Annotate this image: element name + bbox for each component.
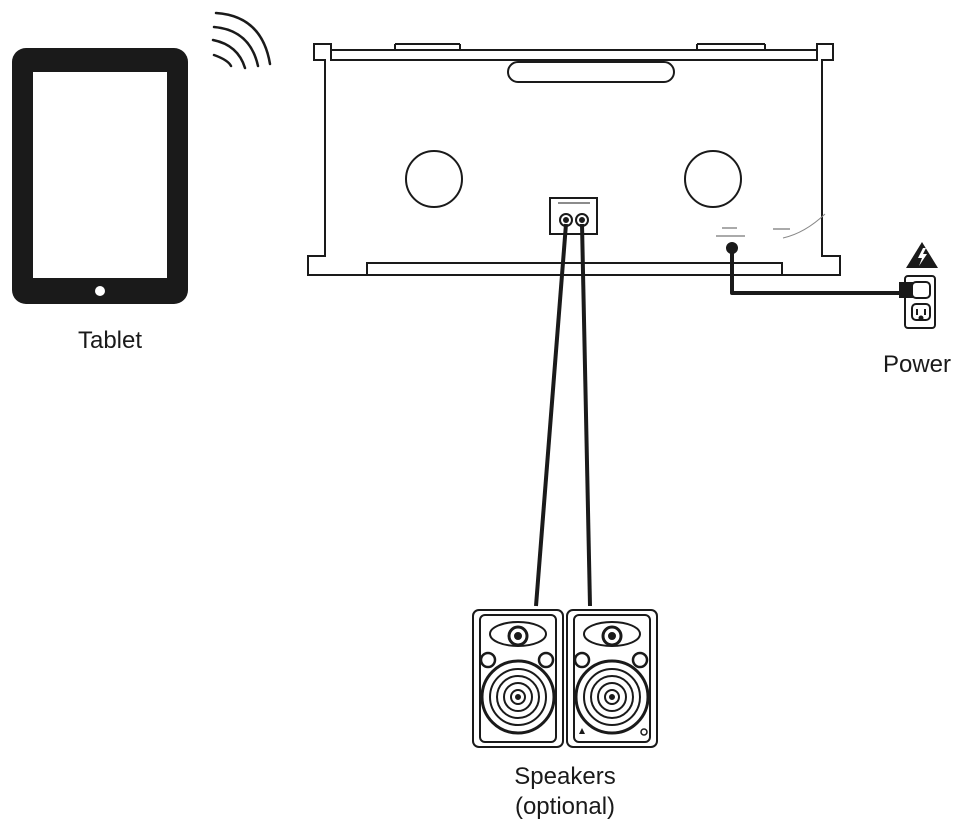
speakers-label: Speakers (optional)	[450, 762, 680, 822]
main-unit	[307, 43, 841, 276]
right-port-circle	[684, 150, 742, 208]
wall-outlet	[899, 275, 936, 329]
power-input-label	[716, 227, 790, 237]
speakers-label-line2: (optional)	[514, 793, 616, 820]
tablet-device	[12, 48, 188, 304]
speakers-label-line1: Speakers	[514, 763, 616, 790]
power-label: Power	[882, 351, 952, 378]
left-port-circle	[405, 150, 463, 208]
wifi-signal-icon	[211, 11, 272, 70]
speaker-cables	[534, 223, 592, 607]
tablet-label: Tablet	[77, 327, 143, 354]
left-speaker	[472, 609, 564, 748]
power-plug	[899, 282, 913, 298]
right-speaker	[566, 609, 658, 748]
handle-slot	[507, 61, 675, 83]
electric-hazard-icon	[906, 242, 938, 268]
tablet-home-button	[95, 286, 105, 296]
power-cable	[730, 250, 903, 295]
output-jack-panel	[549, 197, 598, 235]
